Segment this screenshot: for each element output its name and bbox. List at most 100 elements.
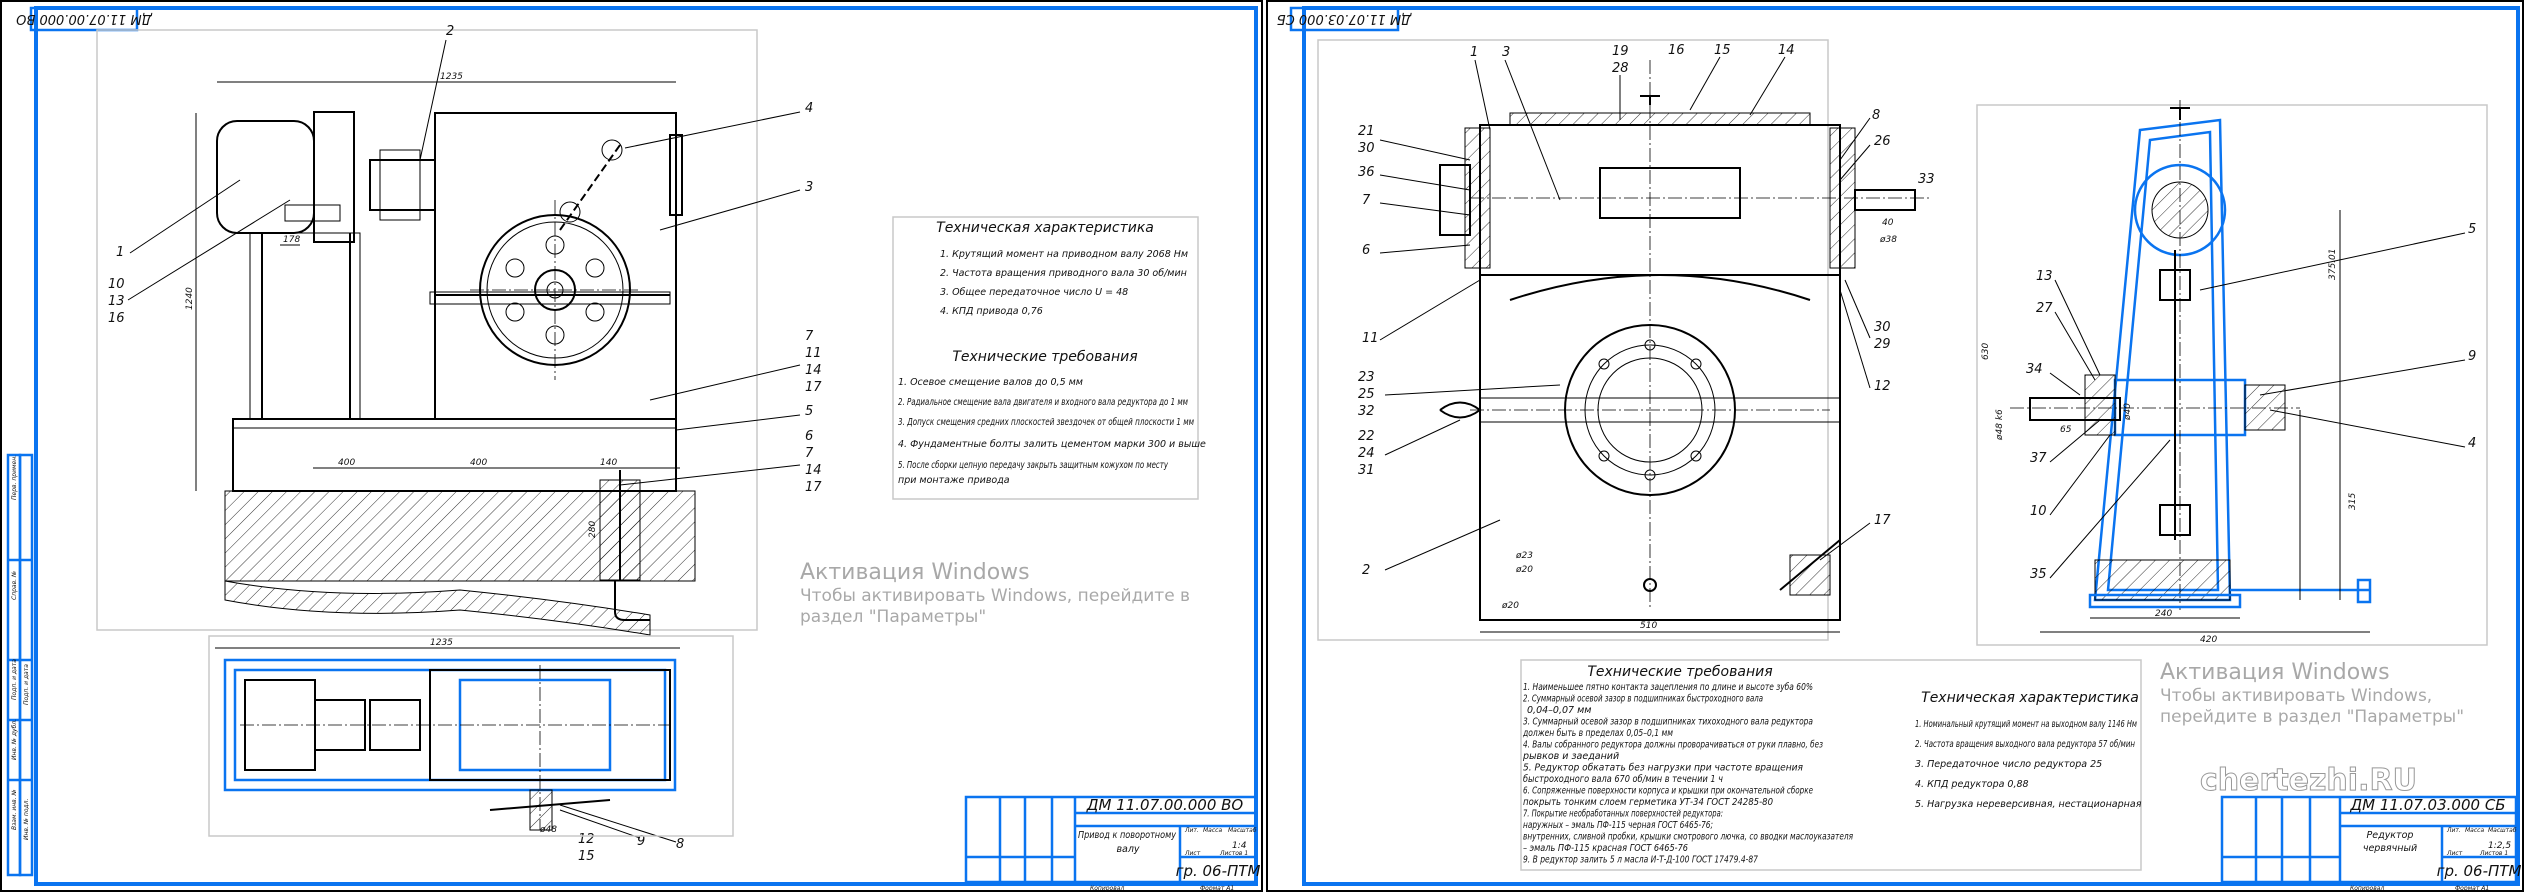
svg-text:3. Суммарный осевой зазор в по: 3. Суммарный осевой зазор в подшипниках … xyxy=(1523,717,1813,728)
svg-text:2: 2 xyxy=(1362,563,1370,578)
sheet-drive-assembly: ДМ 11.07.00.000 ВО Перв. примен. Справ. … xyxy=(0,0,1263,892)
svg-text:400: 400 xyxy=(338,458,355,468)
sheet-frame xyxy=(34,6,1258,886)
svg-text:65: 65 xyxy=(2060,425,2072,435)
side-stamp-column: Перв. примен. Справ. № Подп. и дата Инв.… xyxy=(6,453,34,877)
view-frame xyxy=(96,29,758,631)
drive-front-view xyxy=(195,81,696,636)
svg-text:17: 17 xyxy=(1874,513,1891,528)
svg-text:315: 315 xyxy=(2348,493,2358,510)
drive-title-block: ДМ 11.07.00.000 ВО Привод к поворотному … xyxy=(964,795,1261,892)
svg-text:22: 22 xyxy=(1358,429,1375,444)
svg-text:рывков и заеданий: рывков и заеданий xyxy=(1522,751,1619,762)
drive-plan-view xyxy=(208,635,734,837)
svg-text:Взам. инв. №: Взам. инв. № xyxy=(11,789,18,830)
svg-text:11: 11 xyxy=(805,346,822,361)
svg-text:7: 7 xyxy=(805,329,814,344)
svg-text:Листов 1: Листов 1 xyxy=(2479,850,2508,857)
svg-text:34: 34 xyxy=(2026,362,2043,377)
activation-watermark-right: Активация Windows Чтобы активировать Win… xyxy=(2160,660,2465,727)
svg-text:15: 15 xyxy=(1714,43,1731,58)
svg-text:14: 14 xyxy=(805,463,822,478)
svg-text:13: 13 xyxy=(2036,269,2053,284)
svg-text:6: 6 xyxy=(1362,243,1370,258)
svg-text:27: 27 xyxy=(2036,301,2053,316)
reducer-tech-characteristics: Техническая характеристика 1. Номинальны… xyxy=(1915,690,2142,810)
svg-text:35: 35 xyxy=(2030,567,2047,582)
svg-text:1: 1 xyxy=(1470,45,1478,60)
svg-text:при монтаже привода: при монтаже привода xyxy=(898,475,1010,486)
svg-text:2. Частота вращения выходного: 2. Частота вращения выходного вала редук… xyxy=(1915,739,2135,750)
svg-text:11: 11 xyxy=(1362,331,1379,346)
svg-text:гр. 06-ПТМ: гр. 06-ПТМ xyxy=(1176,862,1261,880)
svg-text:5: 5 xyxy=(805,404,813,419)
svg-text:5: 5 xyxy=(2468,222,2476,237)
svg-text:ø40: ø40 xyxy=(2123,403,2133,421)
svg-text:Копировал: Копировал xyxy=(2350,885,2384,892)
sheet-frame xyxy=(1302,6,2520,886)
svg-text:13: 13 xyxy=(108,294,125,309)
site-watermark: chertezhi.RU xyxy=(2200,763,2417,798)
svg-text:Привод к поворотному: Привод к поворотному xyxy=(1078,830,1176,841)
svg-text:32: 32 xyxy=(1358,404,1375,419)
svg-text:4. КПД редуктора 0,88: 4. КПД редуктора 0,88 xyxy=(1915,779,2029,790)
svg-text:1. Крутящий момент на приводно: 1. Крутящий момент на приводном валу 206… xyxy=(940,249,1188,260)
svg-text:быстроходного вала 670 об/мин: быстроходного вала 670 об/мин в течении … xyxy=(1523,774,1723,785)
svg-text:5. После сборки цепную передач: 5. После сборки цепную передачу закрыть … xyxy=(898,460,1168,471)
svg-text:10: 10 xyxy=(2030,504,2047,519)
svg-text:4. КПД привода 0,76: 4. КПД привода 0,76 xyxy=(940,306,1043,317)
svg-text:28: 28 xyxy=(1612,61,1629,76)
svg-text:Техническая характеристика: Техническая характеристика xyxy=(936,220,1154,236)
svg-text:Лит.: Лит. xyxy=(2446,827,2461,834)
svg-text:24: 24 xyxy=(1358,446,1375,461)
reducer-title-block: ДМ 11.07.03.000 СБ Редуктор червячный Ли… xyxy=(2220,795,2521,892)
svg-text:должен быть в пределах 0,05–0,: должен быть в пределах 0,05–0,1 мм xyxy=(1522,728,1673,739)
corner-stamp: ДМ 11.07.00.000 ВО xyxy=(16,6,153,32)
svg-text:1:4: 1:4 xyxy=(1232,841,1247,851)
svg-text:Технические требования: Технические требования xyxy=(1587,664,1772,680)
svg-text:23: 23 xyxy=(1358,370,1375,385)
sheet-border xyxy=(1266,0,2524,892)
svg-text:12: 12 xyxy=(1874,379,1891,394)
svg-text:8: 8 xyxy=(676,837,684,852)
svg-text:ø38: ø38 xyxy=(1879,235,1897,245)
svg-text:4: 4 xyxy=(805,101,813,116)
svg-text:Перв. примен.: Перв. примен. xyxy=(11,455,18,500)
svg-text:ДМ 11.07.03.000 СБ: ДМ 11.07.03.000 СБ xyxy=(1277,11,1413,26)
svg-text:ø20: ø20 xyxy=(1515,565,1533,575)
sheet-worm-reducer: ДМ 11.07.03.000 СБ xyxy=(1266,0,2524,892)
electric-motor xyxy=(216,120,315,234)
svg-text:26: 26 xyxy=(1874,134,1891,149)
svg-text:25: 25 xyxy=(1358,387,1375,402)
svg-text:37: 37 xyxy=(2030,451,2047,466)
svg-text:510: 510 xyxy=(1640,621,1657,631)
oil-bath xyxy=(2094,559,2231,601)
reducer-side-callouts: 5 9 4 13 27 34 37 10 35 420 240 315 375.… xyxy=(1981,222,2476,645)
svg-text:240: 240 xyxy=(2155,609,2172,619)
svg-text:3. Общее передаточное число U: 3. Общее передаточное число U = 48 xyxy=(940,287,1128,298)
sheet-border xyxy=(0,0,1263,892)
svg-text:5. Нагрузка нереверсивная, нес: 5. Нагрузка нереверсивная, нестационарна… xyxy=(1915,799,2142,810)
chain xyxy=(559,144,621,231)
svg-text:Редуктор: Редуктор xyxy=(2367,830,2414,841)
reducer-housing xyxy=(1479,274,1841,621)
reducer-tech-requirements: Технические требования 1. Наименьшее пят… xyxy=(1520,659,2142,871)
svg-text:8: 8 xyxy=(1872,108,1880,123)
svg-text:2: 2 xyxy=(446,24,454,39)
svg-text:Лит.: Лит. xyxy=(1184,827,1199,834)
svg-text:280: 280 xyxy=(588,521,598,538)
svg-text:30: 30 xyxy=(1874,320,1891,335)
svg-text:400: 400 xyxy=(470,458,487,468)
svg-text:140: 140 xyxy=(600,458,617,468)
reducer-side-section xyxy=(1976,100,2488,646)
svg-text:17: 17 xyxy=(805,380,822,395)
svg-text:ДМ 11.07.03.000 СБ: ДМ 11.07.03.000 СБ xyxy=(2349,796,2505,814)
svg-text:Инв. № подл.: Инв. № подл. xyxy=(23,799,30,840)
svg-text:7. Покрытие необработанных пов: 7. Покрытие необработанных поверхностей … xyxy=(1523,809,1723,820)
reducer-front-callouts: 1 3 19 28 16 15 14 21 30 36 7 6 11 23 25… xyxy=(1358,43,1935,631)
svg-text:Лист: Лист xyxy=(2446,850,2463,857)
svg-text:червячный: червячный xyxy=(2363,843,2417,854)
drive-tech-notes: Техническая характеристика 1. Крутящий м… xyxy=(892,216,1206,500)
svg-text:1. Наименьшее пятно контакта з: 1. Наименьшее пятно контакта зацепления … xyxy=(1523,682,1813,693)
